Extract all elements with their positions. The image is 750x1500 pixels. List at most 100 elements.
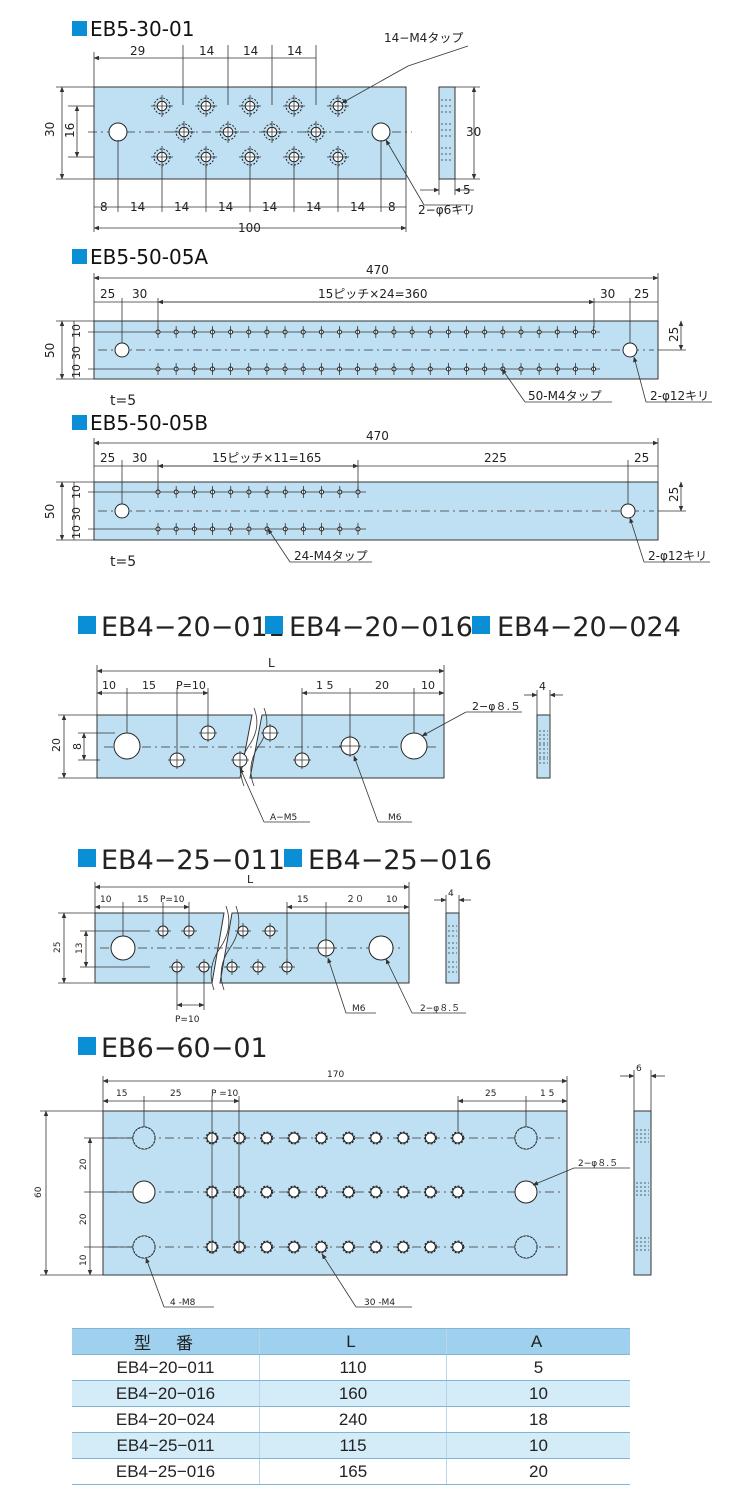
- through-hole: [113, 732, 141, 760]
- section-marker-icon: [72, 415, 87, 430]
- section-eb4-25: EB4−25−011 EB4−25−016 L 10 15 P=10 15 ２０…: [53, 845, 492, 1025]
- section-title: EB4−25−011: [101, 845, 285, 876]
- cell-L: 115: [259, 1432, 447, 1459]
- dim-8: 8: [388, 200, 396, 214]
- tap-hole-thread: [369, 1240, 383, 1254]
- tap-hole: [261, 1241, 273, 1253]
- through-hole: [368, 935, 394, 961]
- header-L: L: [259, 1328, 447, 1355]
- tap-holes: [155, 486, 361, 535]
- dim-100: 100: [238, 221, 261, 235]
- dim-225: 225: [484, 451, 507, 465]
- hole-callout: 2−φ８.５: [420, 1004, 460, 1014]
- tap-hole-thread: [451, 1185, 465, 1199]
- dim-total: 470: [366, 263, 389, 277]
- dim-13: 13: [75, 943, 85, 954]
- dim-20: 20: [79, 1158, 89, 1170]
- tap-hole: [315, 1186, 327, 1198]
- a-m5-callout: A−M5: [270, 813, 297, 823]
- tap-hole: [424, 1132, 436, 1144]
- side-dim-4: 4: [539, 680, 546, 693]
- m4-callout: 30 -M4: [364, 1298, 395, 1308]
- section-title: EB4−20−011: [101, 612, 285, 643]
- hole-callout: 2-φ12キリ: [650, 389, 709, 403]
- section-eb5-30-01: EB5-30-01 29 14 14 14 14−M4タップ 30 16: [43, 17, 481, 235]
- section-marker-icon: [78, 849, 96, 867]
- tap-hole-thread: [314, 1185, 328, 1199]
- dim-25: 25: [53, 942, 63, 953]
- tap-hole: [315, 1132, 327, 1144]
- dim-14: 14: [199, 44, 214, 58]
- dim-pitch: 15ピッチ×24=360: [318, 287, 428, 301]
- tap-hole-thread: [423, 1240, 437, 1254]
- dim-25: 25: [485, 1089, 496, 1099]
- dim-30: 30: [132, 287, 147, 301]
- hole-callout: 2−φ6キリ: [418, 203, 475, 217]
- table-row: EB4−25−011 115 10: [72, 1432, 630, 1459]
- tap-hole: [397, 1186, 409, 1198]
- table-row: EB4−20−011 110 5: [72, 1354, 630, 1381]
- dim-20: 20: [375, 679, 389, 692]
- dim-25: 25: [634, 451, 649, 465]
- tap-hole-thread: [369, 1131, 383, 1145]
- tap-hole: [370, 1132, 382, 1144]
- dim-20: 20: [79, 1213, 89, 1225]
- tap-hole: [370, 1186, 382, 1198]
- tap-hole-thread: [287, 1240, 301, 1254]
- dim-30: 30: [70, 507, 83, 521]
- section-title: EB5-50-05A: [90, 245, 208, 269]
- dim-15: 15: [297, 895, 308, 905]
- section-eb6-60-01: EB6−60−01 170 15 25 P =10 25 1 5: [34, 1033, 665, 1308]
- tap-hole: [370, 1241, 382, 1253]
- cell-L: 240: [259, 1406, 447, 1433]
- dim-30: 30: [132, 451, 147, 465]
- tap-callout: 50-M4タップ: [528, 389, 602, 403]
- dim-25: 25: [634, 287, 649, 301]
- dim-16: 16: [63, 123, 77, 138]
- tap-hole-thread: [260, 1185, 274, 1199]
- through-hole: [620, 503, 636, 519]
- cell-model: EB4−25−016: [72, 1458, 260, 1485]
- dim-25: 25: [667, 327, 681, 342]
- tap-hole: [424, 1186, 436, 1198]
- plate-eb6-60-01: [102, 1110, 568, 1276]
- section-title: EB6−60−01: [101, 1033, 268, 1064]
- section-marker-icon: [72, 21, 87, 36]
- side-holes: [441, 99, 453, 161]
- header-A: A: [446, 1328, 630, 1355]
- cell-A: 10: [446, 1432, 630, 1459]
- dim-total: 470: [366, 429, 389, 443]
- tap-hole-thread: [260, 1131, 274, 1145]
- tap-hole-thread: [314, 1240, 328, 1254]
- tap-holes: [168, 724, 361, 769]
- through-hole: [114, 342, 130, 358]
- tap-hole: [424, 1241, 436, 1253]
- through-hole: [622, 342, 638, 358]
- section-marker-icon: [284, 849, 302, 867]
- dim-10: 10: [421, 679, 435, 692]
- section-eb4-20: EB4−20−011 EB4−20−016 EB4−20−024: [50, 612, 681, 823]
- dim-pitch: P=10: [160, 895, 185, 905]
- cell-model: EB4−20−011: [72, 1354, 260, 1381]
- tap-hole-thread: [342, 1185, 355, 1199]
- side-dim-6: 6: [636, 1064, 642, 1074]
- hole-callout: 2−φ８.５: [578, 1159, 618, 1169]
- dim-29: 29: [130, 44, 145, 58]
- dim-15: 15: [142, 679, 156, 692]
- cell-A: 18: [446, 1406, 630, 1433]
- section-title: EB4−25−016: [308, 845, 492, 876]
- tap-hole: [452, 1132, 464, 1144]
- section-marker-icon: [78, 1037, 96, 1055]
- tap-hole: [315, 1241, 327, 1253]
- tap-holes: [151, 95, 349, 168]
- cell-A: 20: [446, 1458, 630, 1485]
- tap-hole-thread: [396, 1131, 410, 1145]
- side-view: [438, 86, 456, 180]
- tap-hole-thread: [369, 1185, 383, 1199]
- dim-pitch: 15ピッチ×11=165: [212, 451, 322, 465]
- hole-callout: 2−φ８.５: [472, 700, 521, 713]
- m8-holes: [132, 1126, 538, 1259]
- dim-10: 10: [386, 895, 398, 905]
- tap-hole-thread: [205, 1240, 219, 1254]
- dim-25: 25: [100, 287, 115, 301]
